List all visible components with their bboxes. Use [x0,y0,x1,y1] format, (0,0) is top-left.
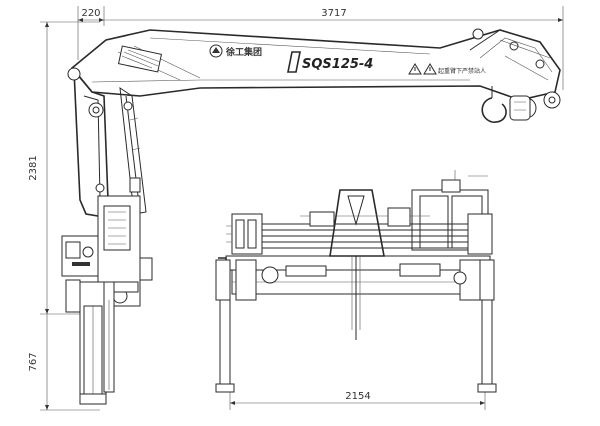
dimension-jib-offset: 220 [77,6,105,60]
dimension-leg-extension: 767 [28,314,100,411]
column-height-label: 2381 [28,155,39,180]
control-base [61,195,153,307]
rear-view-frame [215,170,497,393]
model-label: SQS125-4 [302,57,373,72]
warning-label: 起重臂下严禁站人 [438,67,486,75]
outrigger-span-label: 2154 [345,391,370,402]
crane-boom [70,28,561,109]
jib-offset-label: 220 [81,8,100,19]
xcmg-logo-icon [209,44,223,58]
warning-plate: 起重臂下严禁站人 [408,63,486,75]
overall-reach-label: 3717 [321,8,346,19]
left-outrigger-leg-side [65,279,115,405]
brand-plate: 徐工集团 [209,44,262,58]
brand-label: 徐工集团 [225,46,262,58]
crane-column [67,67,147,217]
warning-triangle-icon [423,63,437,75]
dimension-outrigger-span: 2154 [229,330,486,410]
leg-extension-label: 767 [28,352,39,371]
model-plate: SQS125-4 [287,51,373,73]
crane-hook-icon [481,86,537,123]
control-levers [226,207,493,255]
dimension-overall-reach: 3717 [104,6,564,90]
warning-triangle-icon [408,63,422,75]
